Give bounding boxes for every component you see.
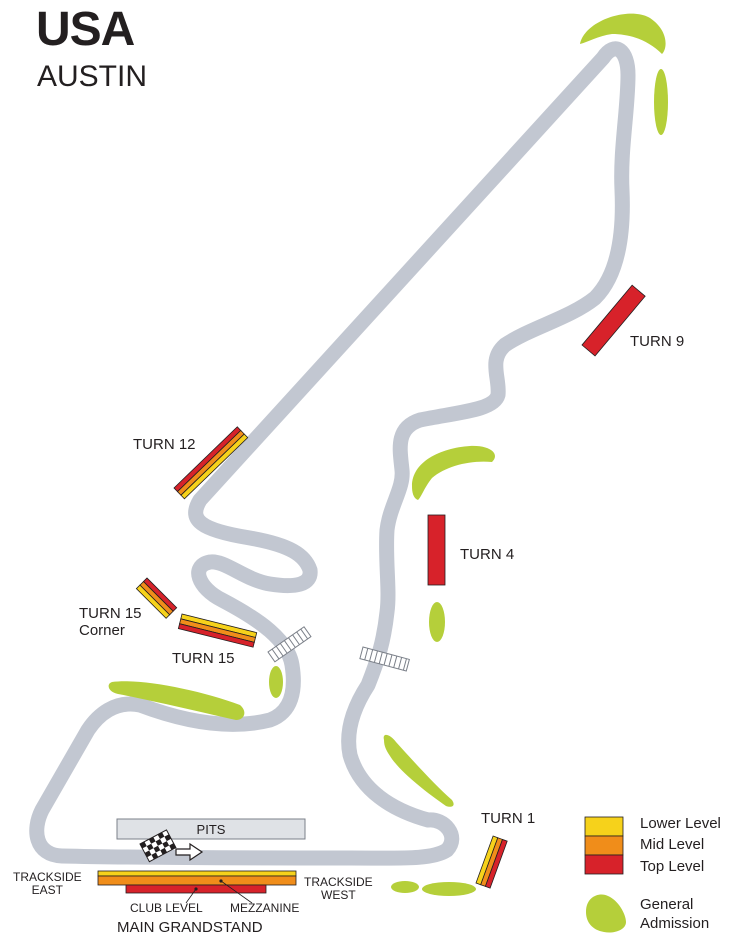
grandstand-turn12 xyxy=(173,426,249,500)
grandstand-turn4 xyxy=(427,514,446,586)
pits-label: PITS xyxy=(197,822,226,837)
turn-15-corner-line1: TURN 15 xyxy=(79,605,142,622)
grandstand-turn15-corner xyxy=(135,577,178,619)
trackside-lower-level xyxy=(97,870,297,877)
ga-area-turn4-south xyxy=(429,602,445,642)
turn-1-label: TURN 1 xyxy=(481,810,536,827)
bridge-turn15 xyxy=(267,626,312,663)
direction-arrow-icon xyxy=(175,842,204,862)
trackside-west-label: TRACKSIDE WEST xyxy=(304,876,373,901)
trackside-east-line2: EAST xyxy=(31,882,64,897)
legend-ga-label: General Admission xyxy=(640,896,709,934)
trackside-west-line1: TRACKSIDE xyxy=(304,875,373,889)
grandstand-turn9 xyxy=(581,284,646,357)
trackside-west-line2: WEST xyxy=(321,887,356,902)
legend-swatches xyxy=(584,816,626,933)
ga-area-turn2 xyxy=(383,734,454,807)
turn-15-corner-line2: Corner xyxy=(79,621,125,639)
ga-area-turn3 xyxy=(412,445,496,500)
legend-swatch-lower xyxy=(584,816,624,837)
turn-12-label: TURN 12 xyxy=(133,436,196,453)
grandstand-turn1 xyxy=(475,835,508,889)
legend-swatch-mid xyxy=(584,835,624,856)
checkered-flag-icon xyxy=(139,829,177,863)
turn-4-label: TURN 4 xyxy=(460,546,515,563)
main-grandstand xyxy=(97,870,297,904)
race-track xyxy=(29,41,636,866)
legend-swatch-top xyxy=(584,854,624,875)
mezzanine-level xyxy=(97,875,297,886)
legend-top-label: Top Level xyxy=(640,858,705,875)
ga-area-turn1-b xyxy=(422,882,476,896)
ga-area-turn15-inner xyxy=(269,666,283,698)
legend-swatch-ga xyxy=(586,894,626,933)
legend-lower-label: Lower Level xyxy=(640,815,721,832)
club-level-label: CLUB LEVEL xyxy=(130,901,203,915)
legend-ga-line1: General xyxy=(640,896,694,913)
city-title: AUSTIN xyxy=(37,60,148,93)
legend-mid-label: Mid Level xyxy=(640,836,705,853)
bridge-turn4 xyxy=(359,646,410,672)
ga-area-turn19-right xyxy=(654,69,668,135)
general-admission-areas xyxy=(108,13,668,896)
ga-area-turn19-top xyxy=(580,13,666,54)
turn-15-corner-label: TURN 15 Corner xyxy=(79,605,142,640)
legend-ga-line2: Admission xyxy=(640,914,710,932)
turn-15-label: TURN 15 xyxy=(172,650,235,667)
ga-area-turn15-west xyxy=(108,681,245,720)
mezzanine-label: MEZZANINE xyxy=(230,901,300,915)
grandstand-turn15 xyxy=(177,613,258,648)
trackside-east-label: TRACKSIDE EAST xyxy=(13,871,82,896)
country-title: USA xyxy=(36,3,135,56)
ga-area-turn1-a xyxy=(391,881,419,893)
trackside-east-line1: TRACKSIDE xyxy=(13,870,82,884)
main-grandstand-label: MAIN GRANDSTAND xyxy=(117,919,263,936)
turn-9-label: TURN 9 xyxy=(630,333,685,350)
